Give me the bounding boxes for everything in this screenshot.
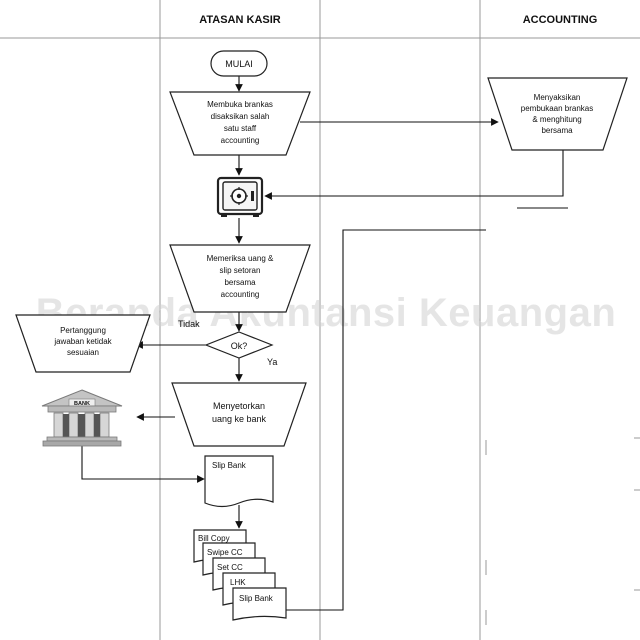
safe-foot-left [221, 214, 227, 217]
document-stack: Bill Copy Swipe CC Set CC LHK Slip Bank [194, 530, 286, 620]
witness-label-line-2: pembukaan brankas [521, 104, 594, 113]
bank-column-3 [85, 413, 94, 437]
safe-foot-right [253, 214, 259, 217]
lane-header-atasan-kasir: ATASAN KASIR [199, 14, 281, 26]
decision-yes-label: Ya [267, 357, 277, 367]
return-line-docs-to-accounting [286, 230, 486, 610]
accountability-label-line-3: sesuaian [67, 348, 99, 357]
bank-base-step-2 [43, 441, 121, 446]
slip-bank-document: Slip Bank [205, 456, 273, 507]
decision-no-label: Tidak [178, 319, 200, 329]
arrow-bank-to-slip [82, 446, 204, 479]
bank-gap-2 [78, 414, 85, 437]
safe-icon [218, 178, 262, 217]
deposit-label-line-2: uang ke bank [212, 414, 267, 424]
accountability-label-line-1: Pertanggung [60, 326, 106, 335]
bank-column-1 [54, 413, 63, 437]
accountability-step: Pertanggung jawaban ketidak sesuaian [16, 315, 150, 372]
start-label: MULAI [225, 59, 253, 69]
deposit-step: Menyetorkan uang ke bank [172, 383, 306, 446]
arrow-witness-to-safe [265, 150, 563, 196]
safe-dial-inner [237, 194, 241, 198]
check-money-label-line-3: bersama [224, 278, 256, 287]
witness-step: Menyaksikan pembukaan brankas & menghitu… [488, 78, 627, 150]
witness-shape [488, 78, 627, 150]
check-money-label-line-1: Memeriksa uang & [207, 254, 274, 263]
decision-label: Ok? [231, 341, 248, 351]
connectors [82, 76, 568, 610]
witness-label-line-3: & menghitung [532, 115, 581, 124]
bank-column-4 [100, 413, 109, 437]
open-safe-label-line-4: accounting [221, 136, 260, 145]
doc-set-cc-label: Set CC [217, 563, 243, 572]
witness-label-line-1: Menyaksikan [534, 93, 581, 102]
slip-bank-label: Slip Bank [212, 461, 247, 470]
doc-lhk-label: LHK [230, 578, 246, 587]
witness-label-line-4: bersama [541, 126, 573, 135]
bank-gap-1 [63, 414, 69, 437]
bank-gap-3 [94, 414, 100, 437]
bank-base-step-1 [47, 437, 117, 441]
check-money-label-line-4: accounting [221, 290, 260, 299]
doc-slip-bank-shape [233, 588, 286, 620]
bank-column-2 [69, 413, 78, 437]
deposit-label-line-1: Menyetorkan [213, 401, 265, 411]
doc-bill-copy-label: Bill Copy [198, 534, 230, 543]
bank-entablature [48, 406, 116, 412]
doc-slip-bank-label: Slip Bank [239, 594, 274, 603]
check-money-step: Memeriksa uang & slip setoran bersama ac… [170, 245, 310, 312]
bank-building-icon: BANK [42, 390, 122, 446]
accountability-label-line-2: jawaban ketidak [53, 337, 112, 346]
lane-header-accounting: ACCOUNTING [523, 14, 598, 26]
open-safe-step: Membuka brankas disaksikan salah satu st… [170, 92, 310, 155]
doc-swipe-cc-label: Swipe CC [207, 548, 243, 557]
safe-handle [251, 191, 254, 201]
open-safe-label-line-2: disaksikan salah [211, 112, 270, 121]
open-safe-label-line-3: satu staff [224, 124, 257, 133]
check-money-label-line-2: slip setoran [220, 266, 261, 275]
start-terminator: MULAI [211, 51, 267, 76]
open-safe-label-line-1: Membuka brankas [207, 100, 273, 109]
